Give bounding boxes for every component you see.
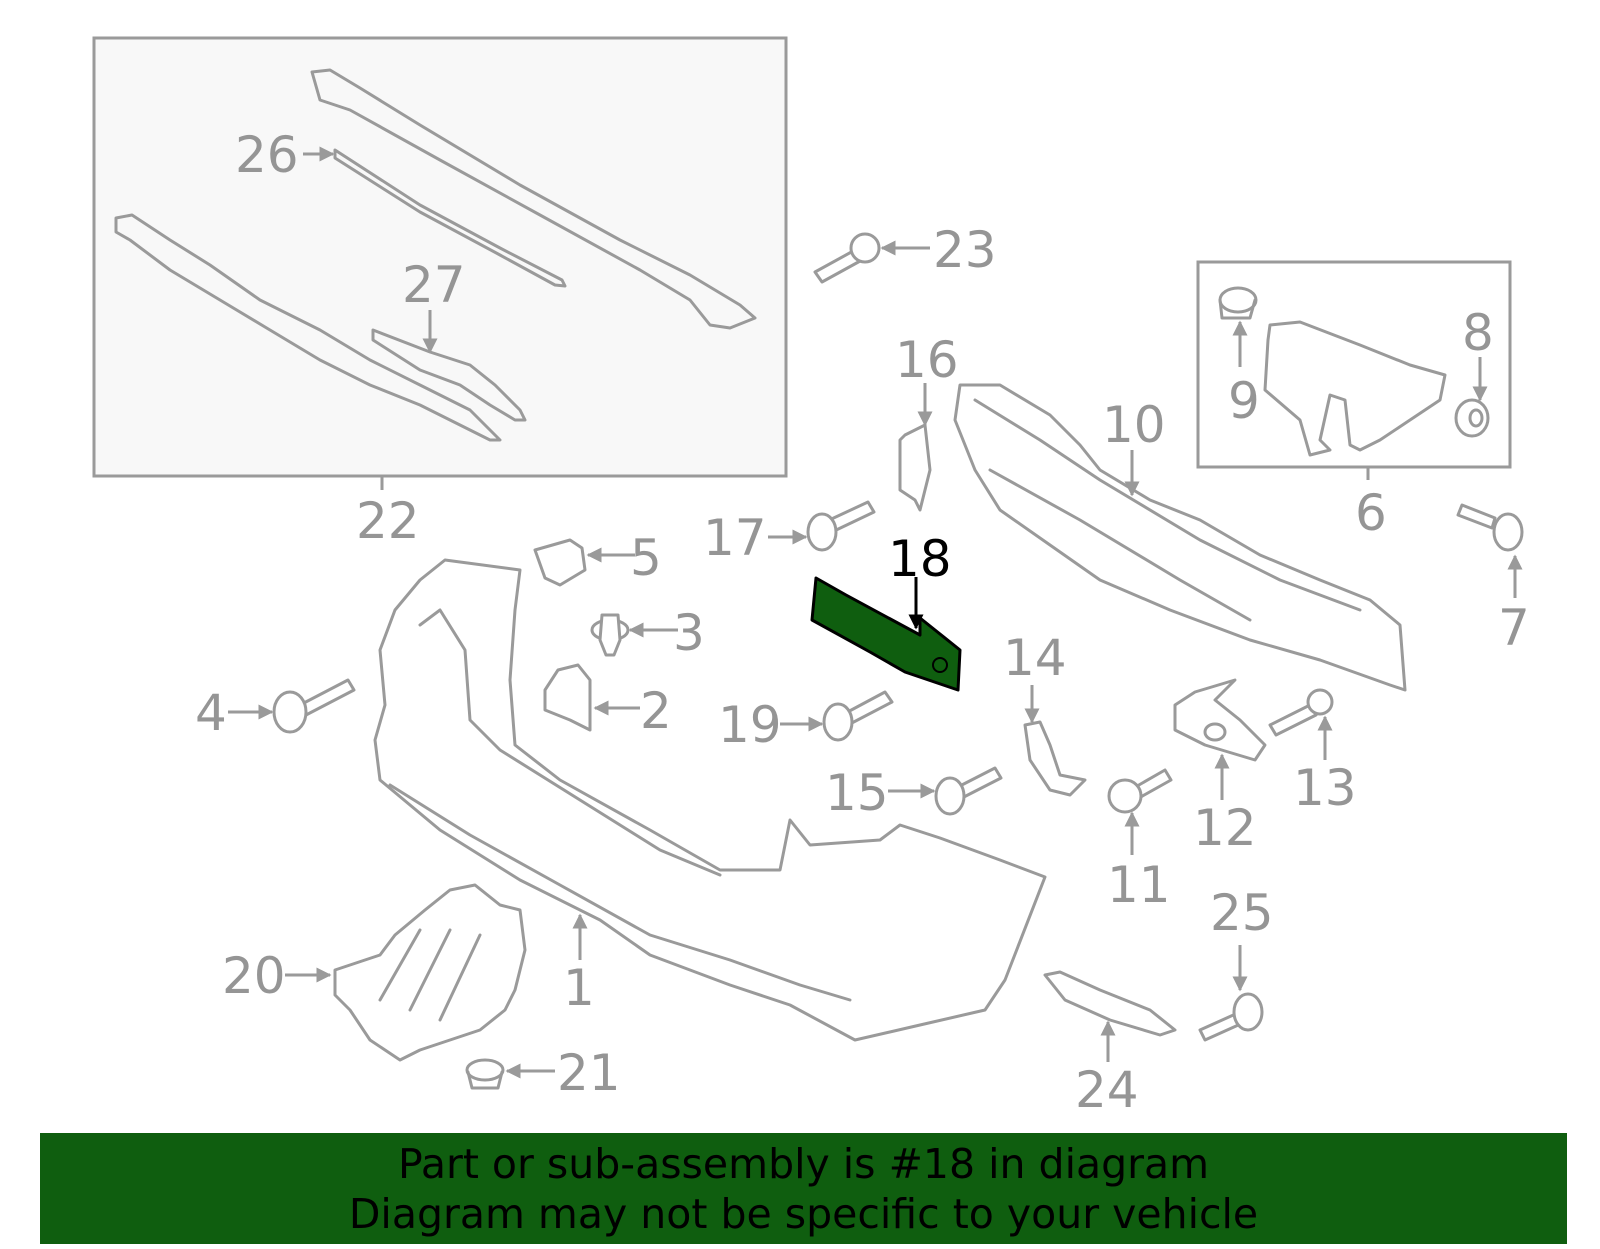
part-14-bracket: [1023, 720, 1087, 797]
callout-16: 16: [895, 331, 959, 389]
callout-18: 18: [888, 530, 952, 588]
callout-15: 15: [825, 764, 889, 822]
callout-21: 21: [557, 1044, 621, 1102]
part-11-screw: [1107, 768, 1173, 814]
part-4-screw: [272, 678, 356, 734]
callout-3: 3: [673, 604, 705, 662]
callout-2: 2: [640, 682, 672, 740]
callout-17: 17: [703, 509, 767, 567]
part-17-screw: [806, 500, 876, 552]
part-9-nut: [1218, 286, 1258, 320]
part-26-absorber-strip: [310, 68, 757, 330]
callout-6: 6: [1355, 484, 1387, 542]
part-10-reinforcement-beam: [953, 383, 1407, 692]
part-12-clip: [1173, 678, 1267, 762]
callout-26: 26: [235, 126, 299, 184]
part-23-bolt: [813, 232, 881, 284]
callout-11: 11: [1107, 856, 1171, 914]
part-24-reflector: [1043, 970, 1177, 1037]
part-25-bolt: [1198, 992, 1264, 1042]
callout-13: 13: [1293, 759, 1357, 817]
banner-line-1: Part or sub-assembly is #18 in diagram: [397, 1139, 1210, 1188]
part-27-bracket: [371, 328, 527, 422]
callout-19: 19: [718, 696, 782, 754]
callout-22: 22: [356, 492, 420, 550]
callout-23: 23: [933, 221, 997, 279]
part-8-grommet: [1454, 398, 1490, 438]
banner-line-2: Diagram may not be specific to your vehi…: [348, 1189, 1259, 1238]
callout-10: 10: [1102, 396, 1166, 454]
part-5-clip: [533, 538, 587, 587]
callout-5: 5: [630, 529, 662, 587]
callout-8: 8: [1462, 304, 1494, 362]
part-16-bracket: [898, 423, 932, 512]
callout-27: 27: [402, 256, 466, 314]
callout-14: 14: [1003, 629, 1067, 687]
part-3-push-pin: [590, 613, 630, 657]
callout-25: 25: [1210, 884, 1274, 942]
callout-12: 12: [1193, 799, 1257, 857]
part-21-grommet: [465, 1058, 505, 1090]
callout-24: 24: [1075, 1061, 1139, 1119]
callout-4: 4: [195, 684, 227, 742]
part-2-bracket: [543, 663, 592, 732]
part-22-lower-reinforcement: [114, 213, 502, 442]
part-1-bumper-cover: [373, 558, 1047, 1042]
callout-20: 20: [222, 947, 286, 1005]
part-19-screw: [822, 690, 894, 742]
callout-9: 9: [1228, 372, 1260, 430]
callout-1: 1: [563, 959, 595, 1017]
callout-7: 7: [1498, 599, 1530, 657]
callout-labels: 26 27 22 23 16 10 9 8 6 7 17 18 5 3 2 4 …: [195, 126, 1530, 1119]
part-13-bolt: [1268, 688, 1334, 737]
part-22-group-box: [92, 36, 788, 490]
part-15-screw: [934, 766, 1003, 816]
part-6-side-bracket: [1263, 320, 1447, 457]
callout-arrows: [228, 146, 1523, 1079]
part-18-highlighted-bracket: [810, 576, 962, 692]
part-7-bolt: [1456, 503, 1524, 552]
info-banner: Part or sub-assembly is #18 in diagram D…: [40, 1133, 1567, 1244]
part-26-trim-strip: [333, 148, 567, 288]
